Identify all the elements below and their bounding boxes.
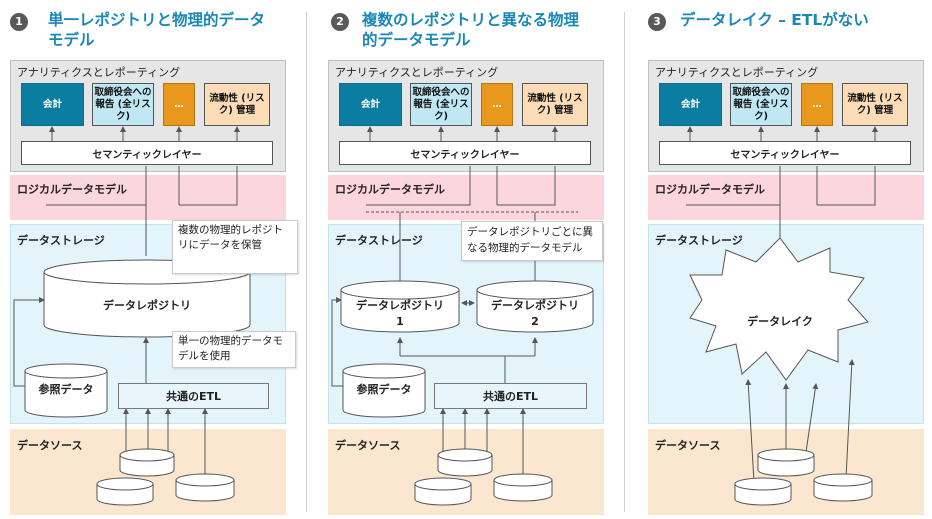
- panel-3-title: データレイク – ETLがない: [680, 10, 869, 30]
- separator-2: [624, 12, 625, 512]
- analytics-label-1: アナリティクスとレポーティング: [17, 66, 181, 79]
- source-cylinder-1b: [96, 477, 154, 506]
- source-cylinder-1a: [119, 448, 175, 477]
- logical-label-3: ロジカルデータモデル: [655, 183, 765, 196]
- analytics-label-2: アナリティクスとレポーティング: [335, 66, 499, 79]
- repository-1-label: データレポジトリ 1: [341, 298, 459, 330]
- box-liquidity-3: 流動性 (リスク) 管理: [842, 83, 908, 126]
- source-label-1: データソース: [17, 439, 83, 452]
- data-lake-label: データレイク: [747, 315, 813, 328]
- source-label-2: データソース: [335, 439, 401, 452]
- callout-multiple-repositories: 複数の物理的レポジトリにデータを保管: [172, 220, 298, 274]
- repository-2-name: データレポジトリ: [491, 299, 579, 312]
- repository-label-1: データレポジトリ: [103, 299, 191, 312]
- step-number-1: 1: [10, 13, 28, 31]
- source-cylinder-3b: [734, 477, 792, 506]
- source-cylinder-3c: [813, 473, 873, 502]
- panel-2-title: 複数のレポジトリと異なる物理 的データモデル: [362, 10, 579, 50]
- separator-1: [306, 12, 307, 512]
- box-accounting-3: 会計: [659, 83, 722, 126]
- panel-1-title: 単一レポジトリと物理的データ モデル: [48, 10, 265, 50]
- panel-2-connectors: [331, 126, 578, 478]
- repository-2-label: データレポジトリ 2: [477, 298, 593, 330]
- panel-2-title-line2: 的データモデル: [362, 31, 471, 49]
- etl-box-1: 共通のETL: [118, 383, 269, 409]
- callout-different-models: データレポジトリごとに異なる物理的データモデル: [461, 221, 603, 261]
- repository-cylinder-2b: [476, 280, 594, 333]
- analytics-label-3: アナリティクスとレポーティング: [655, 66, 819, 79]
- source-cylinder-3a: [757, 448, 815, 477]
- box-ellipsis-2: …: [481, 83, 513, 126]
- box-board-report-2: 取締役会への報告 (全リスク): [410, 83, 472, 126]
- panel-1-title-line2: モデル: [48, 31, 95, 49]
- storage-label-3: データストレージ: [655, 234, 743, 247]
- reference-data-cylinder-2: [342, 363, 426, 418]
- source-cylinder-2a: [437, 448, 493, 477]
- etl-box-2: 共通のETL: [434, 383, 587, 409]
- repository-1-name: データレポジトリ: [356, 299, 444, 312]
- box-ellipsis-3: …: [801, 83, 833, 126]
- source-cylinder-2b: [414, 477, 472, 506]
- step-number-3: 3: [648, 13, 666, 31]
- box-accounting-1: 会計: [21, 83, 84, 126]
- reference-data-label-2: 参照データ: [356, 383, 412, 396]
- source-label-3: データソース: [655, 439, 721, 452]
- logical-band-1: [10, 175, 286, 220]
- step-number-2: 2: [331, 13, 349, 31]
- semantic-layer-1: セマンティックレイヤー: [21, 141, 273, 165]
- reference-data-label-1: 参照データ: [38, 383, 94, 396]
- box-board-report-1: 取締役会への報告 (全リスク): [92, 83, 154, 126]
- source-cylinder-2c: [493, 473, 553, 502]
- semantic-layer-3: セマンティックレイヤー: [659, 141, 911, 165]
- semantic-layer-2: セマンティックレイヤー: [339, 141, 591, 165]
- box-ellipsis-1: …: [163, 83, 195, 126]
- logical-label-2: ロジカルデータモデル: [335, 183, 445, 196]
- panel-1-title-line1: 単一レポジトリと物理的データ: [48, 11, 266, 29]
- box-board-report-3: 取締役会への報告 (全リスク): [730, 83, 792, 126]
- storage-label-2: データストレージ: [335, 234, 423, 247]
- logical-band-3: [648, 175, 924, 220]
- repository-2-number: 2: [531, 315, 539, 328]
- reference-data-cylinder-1: [24, 363, 108, 418]
- callout-single-model: 単一の物理的データモデルを使用: [172, 331, 296, 368]
- logical-label-1: ロジカルデータモデル: [17, 183, 127, 196]
- panel-2-title-line1: 複数のレポジトリと異なる物理: [362, 11, 580, 29]
- data-lake-burst: [689, 237, 869, 381]
- box-accounting-2: 会計: [339, 83, 402, 126]
- box-liquidity-1: 流動性 (リスク) 管理: [204, 83, 270, 126]
- repository-1-number: 1: [396, 315, 404, 328]
- source-cylinder-1c: [175, 473, 235, 502]
- repository-cylinder-1: [43, 259, 251, 338]
- box-liquidity-2: 流動性 (リスク) 管理: [522, 83, 588, 126]
- storage-label-1: データストレージ: [17, 234, 105, 247]
- panel-1-connectors: [46, 126, 240, 256]
- repository-cylinder-2a: [340, 280, 460, 333]
- panel-3-title-line1: データレイク – ETLがない: [680, 11, 869, 29]
